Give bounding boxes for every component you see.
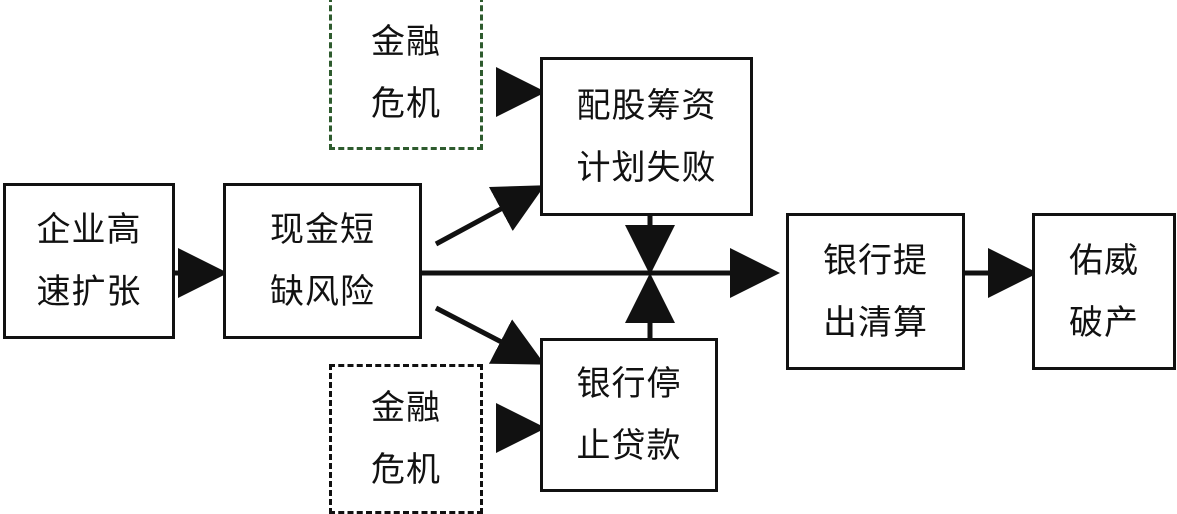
- node-crisis-top: 金融 危机: [329, 0, 483, 150]
- node-cash-risk-line2: 缺风险: [270, 272, 375, 312]
- node-rights-fail-line1: 配股筹资: [576, 85, 717, 126]
- node-bank-liquidation: 银行提 出清算: [786, 213, 965, 370]
- node-expansion: 企业高 速扩张: [3, 183, 175, 339]
- node-bank-liquidation-line1: 银行提: [823, 240, 928, 281]
- node-crisis-top-line2: 危机: [371, 84, 441, 124]
- node-bankruptcy-line1: 佑威: [1069, 240, 1139, 281]
- node-bankruptcy-line2: 破产: [1069, 302, 1139, 343]
- node-bank-liquidation-line2: 出清算: [823, 302, 928, 343]
- node-bank-stop-line2: 止贷款: [576, 426, 682, 466]
- node-cash-risk-line1: 现金短: [270, 210, 375, 250]
- node-cash-risk: 现金短 缺风险: [223, 183, 422, 339]
- node-crisis-bottom-line2: 危机: [371, 450, 441, 490]
- edge-cash-risk-to-bank-stop: [434, 305, 545, 365]
- node-bankruptcy: 佑威 破产: [1032, 213, 1176, 370]
- node-bank-stop: 银行停 止贷款: [540, 338, 718, 492]
- edge-cash-risk-to-rights-fail: [434, 185, 545, 247]
- node-rights-fail: 配股筹资 计划失败: [540, 57, 753, 216]
- node-bank-stop-line1: 银行停: [576, 364, 682, 404]
- node-crisis-bottom: 金融 危机: [329, 364, 483, 514]
- node-rights-fail-line2: 计划失败: [576, 147, 717, 188]
- node-expansion-line1: 企业高: [36, 210, 142, 250]
- node-crisis-top-line1: 金融: [371, 22, 441, 62]
- node-crisis-bottom-line1: 金融: [371, 388, 441, 428]
- node-expansion-line2: 速扩张: [36, 272, 142, 312]
